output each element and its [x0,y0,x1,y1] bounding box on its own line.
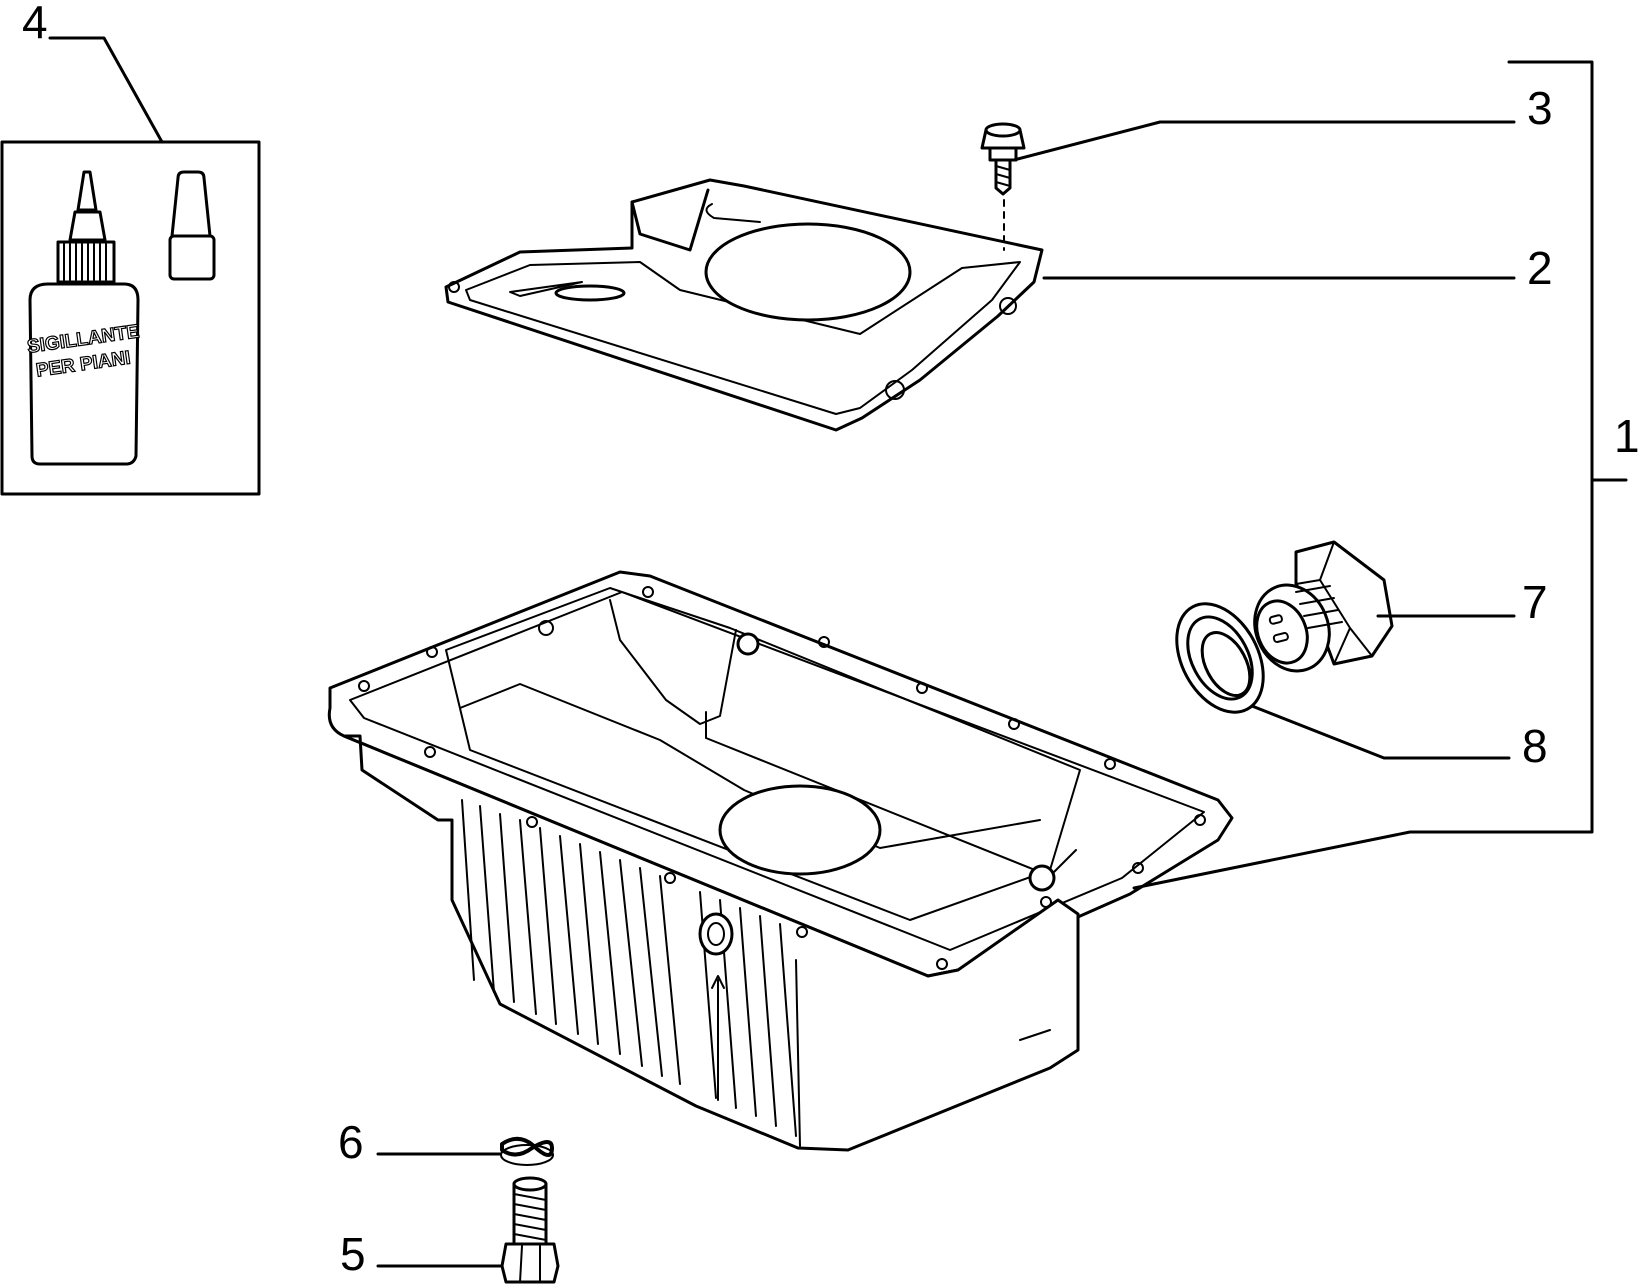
drain-plug-part-7 [1253,540,1394,673]
leader-lines [48,36,1628,1268]
callout-6: 6 [338,1116,364,1168]
sealant-tube: SIGILLANTE PER PIANI [25,170,141,466]
callout-5: 5 [340,1228,366,1280]
screw-part-3 [980,122,1026,251]
bolt-part-5 [500,1176,560,1284]
sealant-cap [168,170,216,281]
oil-pan [327,570,1234,1152]
clip-part-6 [500,1136,554,1166]
callout-numbers: 4 3 2 1 7 8 6 5 [22,0,1640,1280]
flange-bolt-holes [358,586,1206,970]
callout-1: 1 [1614,410,1640,462]
callout-7: 7 [1522,576,1548,628]
seal-ring-part-8 [1175,602,1265,714]
baffle-plate [444,178,1044,432]
callout-2: 2 [1527,242,1553,294]
callout-8: 8 [1522,720,1548,772]
callout-3: 3 [1527,82,1553,134]
callout-4: 4 [22,0,48,48]
sealant-kit: SIGILLANTE PER PIANI [0,140,261,496]
